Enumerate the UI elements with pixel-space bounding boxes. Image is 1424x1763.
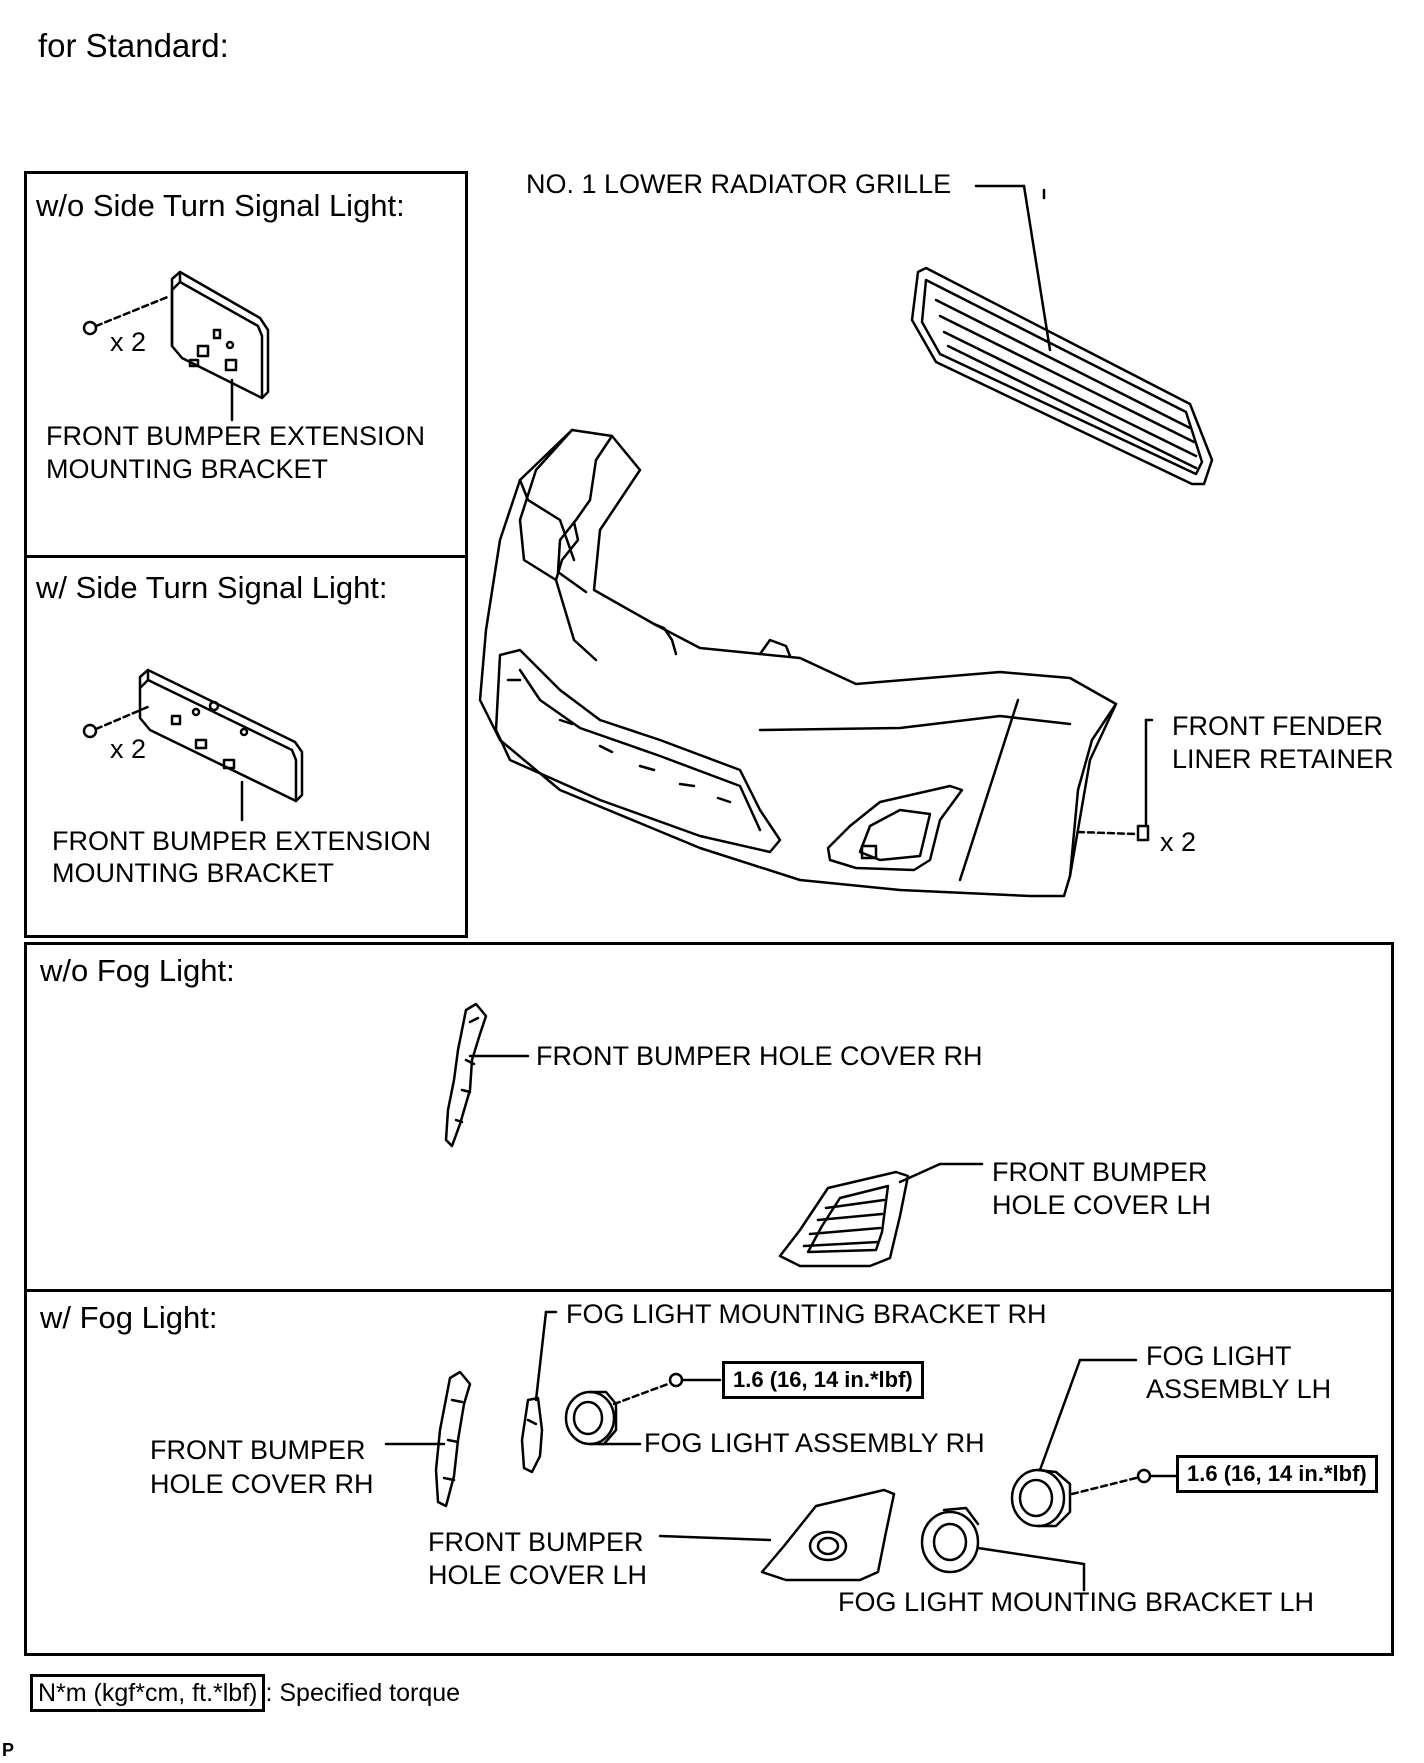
- fog-bracket-rh-drawing: [520, 1310, 558, 1474]
- front-bumper-drawing: [478, 428, 1154, 898]
- hole-cover-rh-label-1: FRONT BUMPER: [150, 1435, 366, 1465]
- wo-side-turn-part-label-1: FRONT BUMPER EXTENSION: [46, 421, 426, 451]
- wo-fog-rh-label: FRONT BUMPER HOLE COVER RH: [536, 1041, 983, 1071]
- panel-w-fog-frame: [24, 1289, 1394, 1656]
- wo-fog-heading: w/o Fog Light:: [40, 953, 235, 988]
- retainer-qty: x 2: [1160, 827, 1197, 857]
- extension-bracket-drawing-2: [138, 668, 304, 822]
- fog-assembly-lh-drawing: [1010, 1358, 1182, 1528]
- w-side-turn-heading: w/ Side Turn Signal Light:: [36, 570, 388, 605]
- fog-assembly-rh-drawing: [564, 1372, 722, 1446]
- hole-cover-rh-drawing-1: [444, 1002, 530, 1148]
- extension-bracket-drawing-1: [170, 270, 270, 422]
- torque-unit-box: N*m (kgf*cm, ft.*lbf): [30, 1674, 266, 1712]
- torque-lh-box: 1.6 (16, 14 in.*lbf): [1176, 1455, 1378, 1493]
- torque-rh-box: 1.6 (16, 14 in.*lbf): [722, 1361, 924, 1399]
- torque-legend-text: : Specified torque: [265, 1679, 461, 1707]
- w-side-turn-qty: x 2: [110, 734, 147, 764]
- fog-assembly-lh-label-1: FOG LIGHT: [1146, 1341, 1292, 1371]
- bolt-drawing-1: [82, 294, 172, 336]
- retainer-label-2: LINER RETAINER: [1172, 744, 1394, 774]
- hole-cover-lh-drawing-2: [658, 1488, 896, 1582]
- grille-label: NO. 1 LOWER RADIATOR GRILLE: [526, 169, 952, 199]
- hole-cover-lh-label-2: HOLE COVER LH: [428, 1560, 648, 1590]
- fog-assembly-rh-label: FOG LIGHT ASSEMBLY RH: [644, 1428, 985, 1458]
- corner-mark: P: [2, 1740, 15, 1760]
- hole-cover-lh-label-1: FRONT BUMPER: [428, 1527, 644, 1557]
- retainer-label-1: FRONT FENDER: [1172, 711, 1384, 741]
- wo-fog-lh-label-2: HOLE COVER LH: [992, 1190, 1212, 1220]
- wo-side-turn-heading: w/o Side Turn Signal Light:: [36, 188, 405, 223]
- w-side-turn-part-label-2: MOUNTING BRACKET: [52, 858, 335, 888]
- w-fog-heading: w/ Fog Light:: [40, 1300, 218, 1335]
- fog-bracket-lh-drawing: [920, 1506, 1086, 1592]
- hole-cover-rh-drawing-2: [384, 1370, 472, 1508]
- page-title: for Standard:: [38, 27, 229, 64]
- fog-bracket-rh-label: FOG LIGHT MOUNTING BRACKET RH: [566, 1299, 1047, 1329]
- radiator-grille-drawing: [910, 184, 1214, 486]
- torque-legend: N*m (kgf*cm, ft.*lbf): Specified torque: [30, 1674, 460, 1712]
- wo-side-turn-part-label-2: MOUNTING BRACKET: [46, 454, 329, 484]
- bolt-drawing-2: [82, 704, 152, 739]
- wo-fog-lh-label-1: FRONT BUMPER: [992, 1157, 1208, 1187]
- panel-w-side-turn-frame: [24, 555, 468, 938]
- hole-cover-rh-label-2: HOLE COVER RH: [150, 1469, 374, 1499]
- w-side-turn-part-label-1: FRONT BUMPER EXTENSION: [52, 826, 432, 856]
- fog-assembly-lh-label-2: ASSEMBLY LH: [1146, 1374, 1332, 1404]
- hole-cover-lh-drawing-1: [778, 1162, 984, 1268]
- wo-side-turn-qty: x 2: [110, 327, 147, 357]
- fog-bracket-lh-label: FOG LIGHT MOUNTING BRACKET LH: [838, 1587, 1315, 1617]
